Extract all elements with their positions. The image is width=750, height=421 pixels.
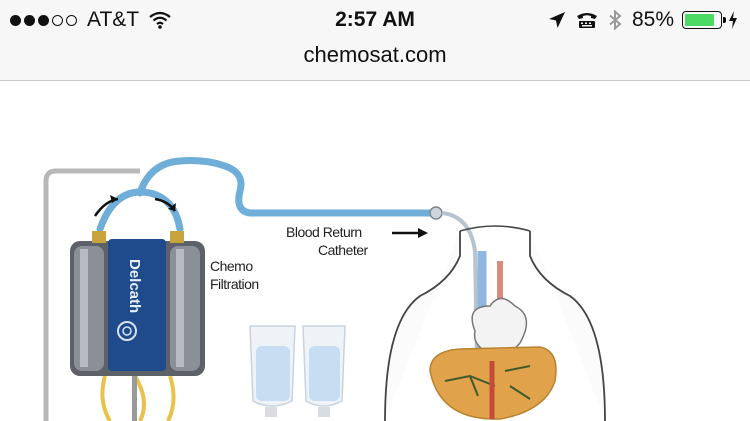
bluetooth-icon <box>609 10 622 30</box>
location-arrow-icon <box>548 12 565 28</box>
battery-percent: 85% <box>631 8 674 31</box>
signal-dot-3 <box>38 14 49 26</box>
status-time: 2:57 AM <box>335 8 415 31</box>
page-content: Delcath Blood Return Catheter Ch <box>0 81 750 421</box>
chemo-label-line2: Filtration <box>210 276 259 292</box>
tty-icon <box>576 13 597 28</box>
address-bar[interactable]: chemosat.com <box>0 40 750 81</box>
blood-return-catheter-label: Blood Return Catheter <box>286 223 368 259</box>
chemosat-system-diagram: Delcath <box>43 157 606 421</box>
battery-level-fill <box>685 14 714 26</box>
signal-dot-2 <box>24 14 35 26</box>
signal-dot-4 <box>52 14 63 26</box>
neck-outline <box>459 225 531 232</box>
torso-outline <box>384 231 606 421</box>
status-right: 85% <box>538 8 738 32</box>
catheter-line <box>441 211 480 412</box>
battery-icon <box>682 11 726 29</box>
blue-tubing <box>96 157 438 233</box>
status-bar: AT&T 2:57 AM 85% <box>0 0 750 40</box>
flow-arrow-left-head <box>110 195 118 203</box>
iv-bags <box>249 325 346 417</box>
iv-pole <box>43 168 140 421</box>
supply-lines <box>100 374 176 421</box>
blood-return-label-line2: Catheter <box>318 242 368 258</box>
filter-stand <box>132 371 137 421</box>
charging-bolt-icon <box>729 11 737 29</box>
chemo-label-line1: Chemo <box>210 258 253 274</box>
blood-return-label-line1: Blood Return <box>286 224 362 240</box>
catheter-connector <box>429 206 443 220</box>
url-text[interactable]: chemosat.com <box>303 42 447 67</box>
filter-unit <box>70 231 205 376</box>
filter-brand-text: Delcath <box>126 259 143 313</box>
status-left: AT&T <box>10 8 171 32</box>
carrier-name: AT&T <box>87 8 140 31</box>
blood-return-arrow-head <box>418 228 428 238</box>
chemo-filtration-label: Chemo Filtration <box>210 257 259 293</box>
wifi-icon <box>149 11 171 29</box>
flow-arrow-right-head <box>168 203 176 211</box>
battery-tip <box>723 17 726 23</box>
liver-vessels <box>444 365 531 400</box>
signal-dot-5 <box>66 14 77 26</box>
signal-dot-1 <box>10 14 21 26</box>
